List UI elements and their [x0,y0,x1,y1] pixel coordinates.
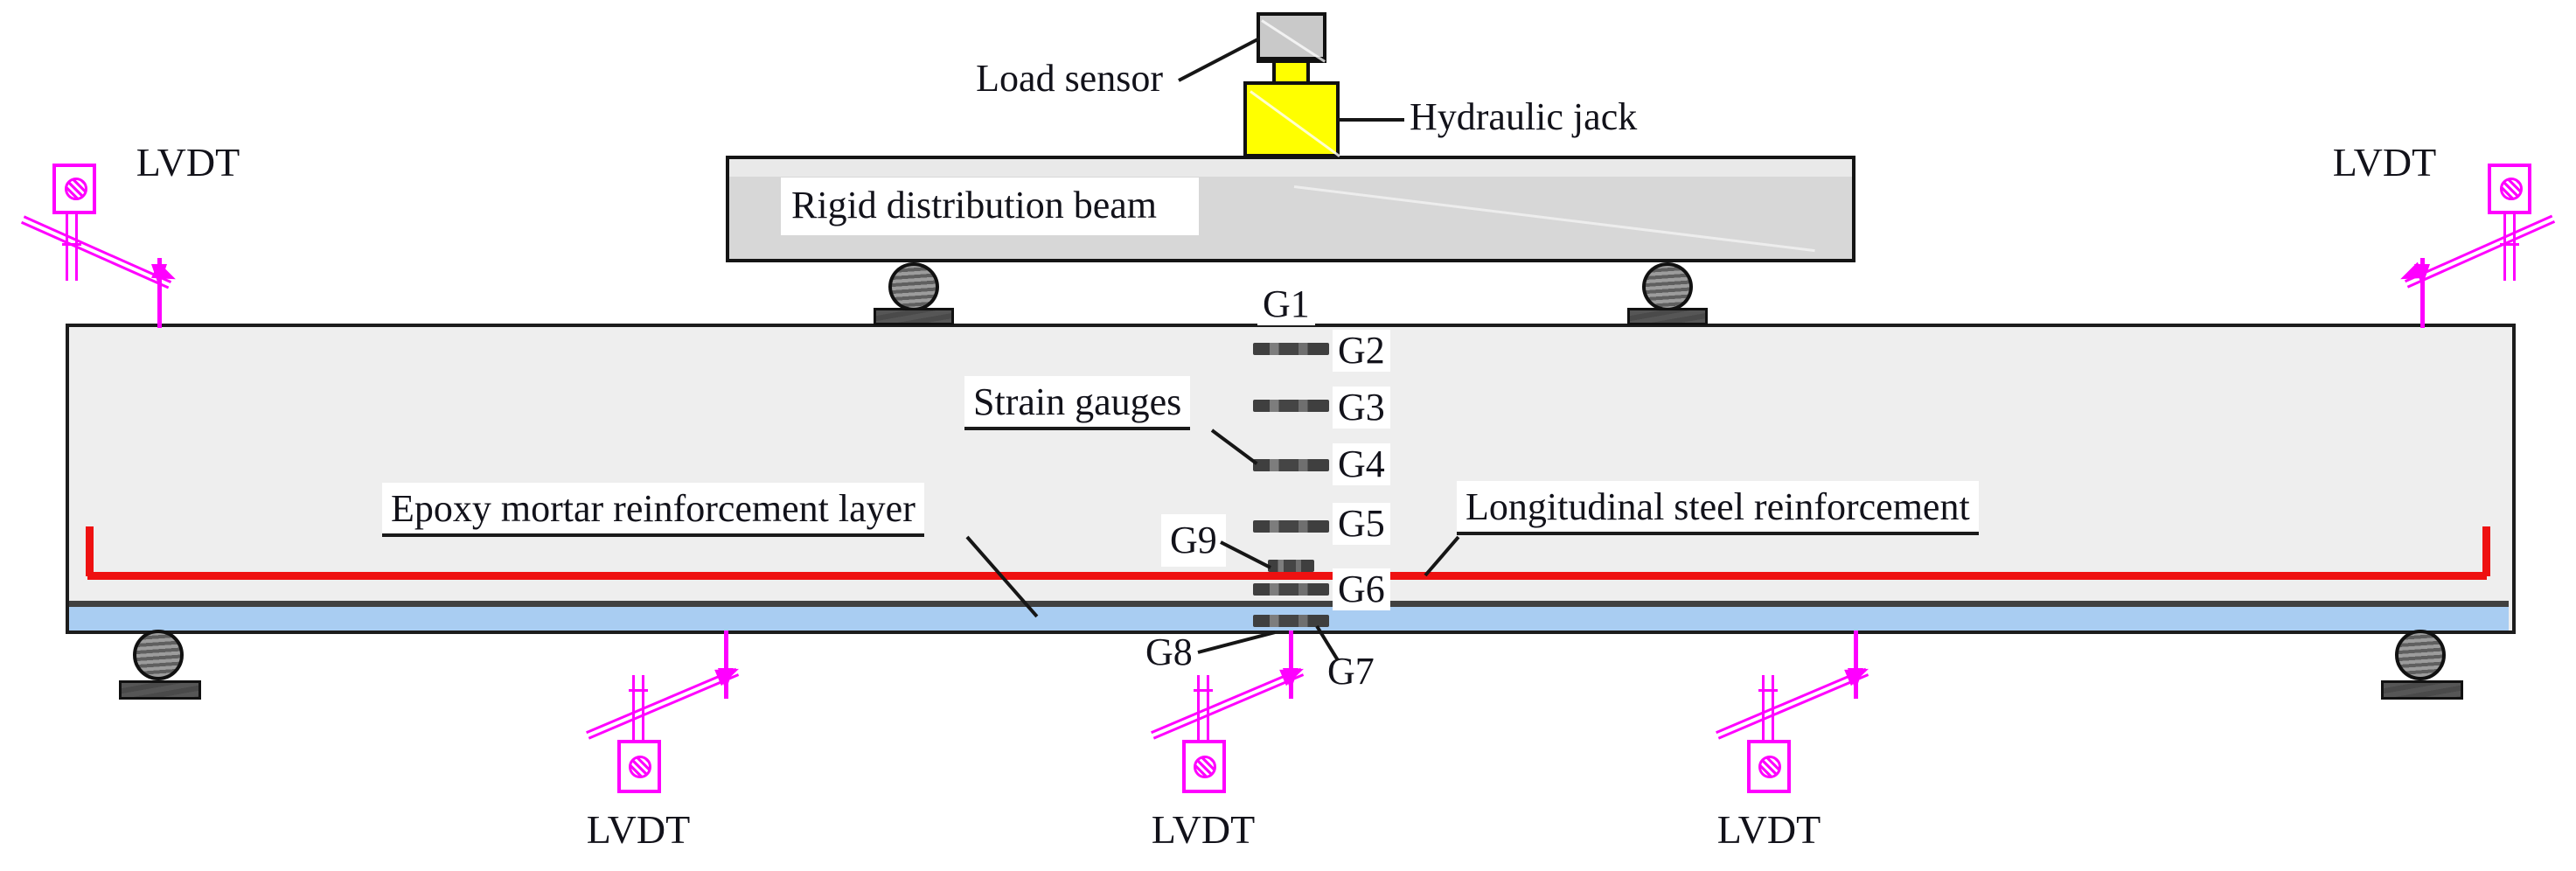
hydraulic-jack-body [1243,81,1340,157]
epoxy-label: Epoxy mortar reinforcement layer [391,487,916,530]
gauge-bar-g6 [1253,583,1329,596]
gauge-label-g8: G8 [1145,631,1193,673]
gauge-bar-g3 [1253,400,1329,412]
load-sensor-box [1257,12,1326,63]
concrete-beam [66,324,2516,634]
left-support-roller [133,630,184,680]
load-sensor-leader [1178,37,1261,82]
hydraulic-jack-label: Hydraulic jack [1410,95,1638,138]
steel-reinforcement-bar [87,572,2487,580]
gauge-label-g6: G6 [1333,568,1390,610]
lvdt-label-top-left: LVDT [136,140,240,185]
lvdt-dial-top-right [2500,178,2523,200]
gauge-bar-g2 [1253,343,1329,355]
gauge-bar-g9 [1268,560,1314,572]
left-support-base [119,680,201,700]
lvdt-vline-top-right [2420,258,2425,328]
right-load-plate [1627,308,1708,325]
lvdt-body-top-right [2488,164,2531,214]
lvdt-stem-bottom-right [1762,675,1774,740]
right-support-base [2381,680,2463,700]
gauge-bar-g5 [1253,520,1329,533]
lvdt-stem-tick-top-right [2500,243,2519,246]
distribution-beam-label-box: Rigid distribution beam [781,178,1199,235]
lvdt-body-bottom-right [1747,740,1791,793]
lvdt-stem-tick-bottom-center [1194,689,1213,692]
lvdt-label-bottom-left: LVDT [586,807,691,852]
lvdt-label-top-right: LVDT [2332,140,2437,185]
lvdt-vline-top-left [157,258,162,328]
strain-gauges-label: Strain gauges [973,380,1182,423]
left-load-roller [888,262,939,311]
lvdt-stem-bottom-center [1197,675,1209,740]
hydraulic-jack-leader [1338,118,1404,122]
lvdt-dial-bottom-center [1194,756,1216,778]
steel-reinforcement-left-hook [86,526,94,576]
lvdt-body-top-left [52,164,96,214]
lvdt-stem-bottom-left [632,675,644,740]
lvdt-body-bottom-left [617,740,661,793]
beam-soffit-line [69,601,2509,607]
lvdt-rod-bottom-right [1716,667,1869,740]
longitudinal-label-box: Longitudinal steel reinforcement [1457,481,1979,535]
lvdt-stem-tick-bottom-right [1758,689,1778,692]
lvdt-stem-top-right [2503,214,2516,281]
gauge-bar-g4 [1253,459,1329,471]
lvdt-body-bottom-center [1182,740,1226,793]
lvdt-stem-top-left [66,214,78,281]
gauge-label-g7: G7 [1327,650,1375,693]
gauge-label-g4: G4 [1333,443,1390,485]
epoxy-label-box: Epoxy mortar reinforcement layer [382,483,924,537]
jack-sheen [1250,90,1340,157]
jack-piston [1272,63,1310,81]
lvdt-varrow-bottom-left [718,668,734,691]
lvdt-vline-bottom-left [724,631,728,699]
gauge-label-g9: G9 [1161,514,1226,567]
lvdt-dial-bottom-right [1758,756,1781,778]
lvdt-rod-top-left [20,215,172,289]
gauge-label-g5: G5 [1333,503,1390,545]
distribution-beam-label: Rigid distribution beam [791,184,1157,226]
lvdt-rod-bottom-center [1151,667,1305,740]
lvdt-dial-top-left [65,178,87,200]
gauge-label-g3: G3 [1333,387,1390,429]
load-sensor-sheen [1261,19,1326,63]
lvdt-label-bottom-right: LVDT [1716,807,1821,852]
lvdt-label-bottom-center: LVDT [1151,807,1256,852]
load-sensor-label: Load sensor [976,57,1163,100]
lvdt-vline-bottom-right [1854,631,1858,699]
gauge-bar-g7 [1253,615,1329,627]
gauge-label-g2: G2 [1333,330,1390,372]
gauge-leader-g8 [1197,631,1276,654]
lvdt-rod-bottom-left [586,667,740,740]
lvdt-varrow-bottom-right [1848,668,1863,691]
lvdt-stem-tick-bottom-left [629,689,648,692]
lvdt-varrow-top-left [151,264,167,287]
lvdt-stem-tick-top-left [62,243,81,246]
left-load-plate [874,308,954,325]
strain-gauges-label-box: Strain gauges [964,376,1191,430]
gauge-label-g1: G1 [1257,283,1315,325]
right-load-roller [1642,262,1693,311]
distribution-beam-highlight [729,159,1852,177]
lvdt-vline-bottom-center [1289,631,1293,699]
lvdt-varrow-top-right [2414,264,2430,287]
steel-reinforcement-right-hook [2482,526,2490,576]
lvdt-varrow-bottom-center [1283,668,1298,691]
right-support-roller [2395,630,2446,680]
longitudinal-label: Longitudinal steel reinforcement [1466,485,1970,528]
lvdt-dial-bottom-left [629,756,651,778]
